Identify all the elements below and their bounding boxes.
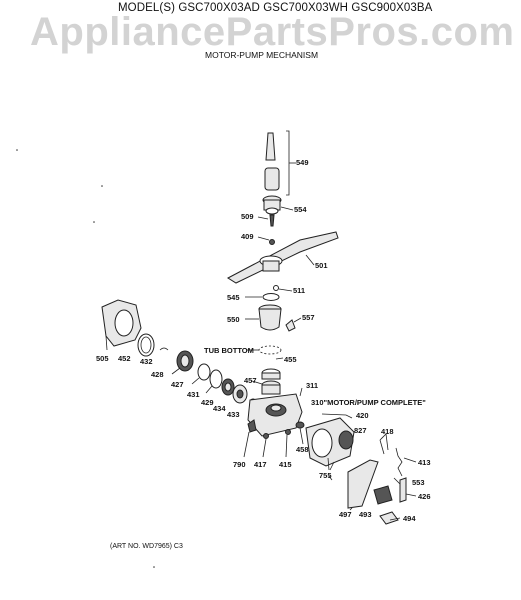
part-497-bracket — [347, 459, 379, 511]
callout-427: 427 — [171, 380, 184, 389]
part-549-spray-tower — [264, 130, 296, 196]
part-409-washer — [257, 236, 275, 245]
callout-429: 429 — [201, 398, 214, 407]
part-494-switch-cover — [379, 511, 401, 525]
callout-311: 311 — [306, 381, 319, 390]
callout-455: 455 — [284, 355, 297, 364]
callout-545: 545 — [227, 293, 240, 302]
part-505-chopper-housing — [101, 299, 142, 351]
part-415-screw — [285, 429, 291, 458]
part-790-screw — [243, 419, 257, 458]
callout-550: 550 — [227, 315, 240, 324]
part-420-clip — [321, 413, 353, 419]
callout-755: 755 — [319, 471, 332, 480]
part-755-screw — [327, 457, 333, 481]
part-417-screw — [262, 433, 269, 458]
part-493-switch — [373, 485, 393, 505]
callout-310-motor-pump-complete: 310"MOTOR/PUMP COMPLETE" — [311, 398, 426, 407]
callout-493: 493 — [359, 510, 372, 519]
callout-549: 549 — [296, 158, 309, 167]
callout-409: 409 — [241, 232, 254, 241]
callout-415: 415 — [279, 460, 292, 469]
callout-557: 557 — [302, 313, 315, 322]
callout-494: 494 — [403, 514, 416, 523]
callout-418: 418 — [381, 427, 394, 436]
part-426-pin — [399, 477, 417, 503]
part-553-clip — [393, 477, 401, 485]
callout-458: 458 — [296, 445, 309, 454]
callout-790: 790 — [233, 460, 246, 469]
callout-434: 434 — [213, 404, 226, 413]
part-429-gasket — [221, 378, 235, 396]
callout-497: 497 — [339, 510, 352, 519]
callout-457: 457 — [244, 376, 257, 385]
callout-432: 432 — [140, 357, 153, 366]
callout-431: 431 — [187, 390, 200, 399]
part-418-bracket — [379, 433, 389, 455]
callout-413: 413 — [418, 458, 431, 467]
callout-433: 433 — [227, 410, 240, 419]
part-427-ring — [191, 363, 211, 385]
motor-assembly — [305, 417, 355, 471]
callout-505: 505 — [96, 354, 109, 363]
callout-554: 554 — [294, 205, 307, 214]
part-457-housing — [251, 380, 281, 395]
callout-827: 827 — [354, 426, 367, 435]
part-550-housing — [245, 304, 282, 331]
watermark: AppliancePartsPros.com — [30, 10, 515, 54]
part-458-ring — [295, 421, 305, 445]
part-554-nut — [262, 195, 294, 215]
diagram-title: MOTOR-PUMP MECHANISM — [205, 50, 319, 60]
callout-tub-bottom: TUB BOTTOM — [204, 346, 254, 355]
part-428-impeller — [171, 350, 194, 375]
part-455-seal — [261, 357, 284, 380]
part-434-impeller — [232, 384, 248, 404]
callout-426: 426 — [418, 492, 431, 501]
callout-420: 420 — [356, 411, 369, 420]
part-501-spray-arm — [226, 231, 339, 284]
part-431-ring — [205, 369, 223, 394]
callout-511: 511 — [293, 286, 306, 295]
art-number: (ART NO. WD7965) C3 — [110, 543, 183, 550]
part-511-o-ring — [273, 285, 293, 292]
tub-bottom-ring — [247, 345, 282, 355]
callout-452: 452 — [118, 354, 131, 363]
scan-specks — [16, 149, 155, 568]
part-557-clip — [285, 317, 302, 332]
part-311-pump-body — [247, 387, 303, 437]
model-numbers: MODEL(S) GSC700X03AD GSC700X03WH GSC900X… — [118, 2, 433, 14]
callout-553: 553 — [412, 478, 425, 487]
part-509-stud — [257, 214, 275, 227]
callout-417: 417 — [254, 460, 267, 469]
callout-501: 501 — [315, 261, 328, 270]
callout-428: 428 — [151, 370, 164, 379]
part-432-connector — [159, 347, 169, 351]
callout-509: 509 — [241, 212, 254, 221]
part-452-clamp — [137, 333, 155, 357]
part-545-seal — [245, 293, 280, 301]
part-413-spring — [395, 447, 417, 477]
